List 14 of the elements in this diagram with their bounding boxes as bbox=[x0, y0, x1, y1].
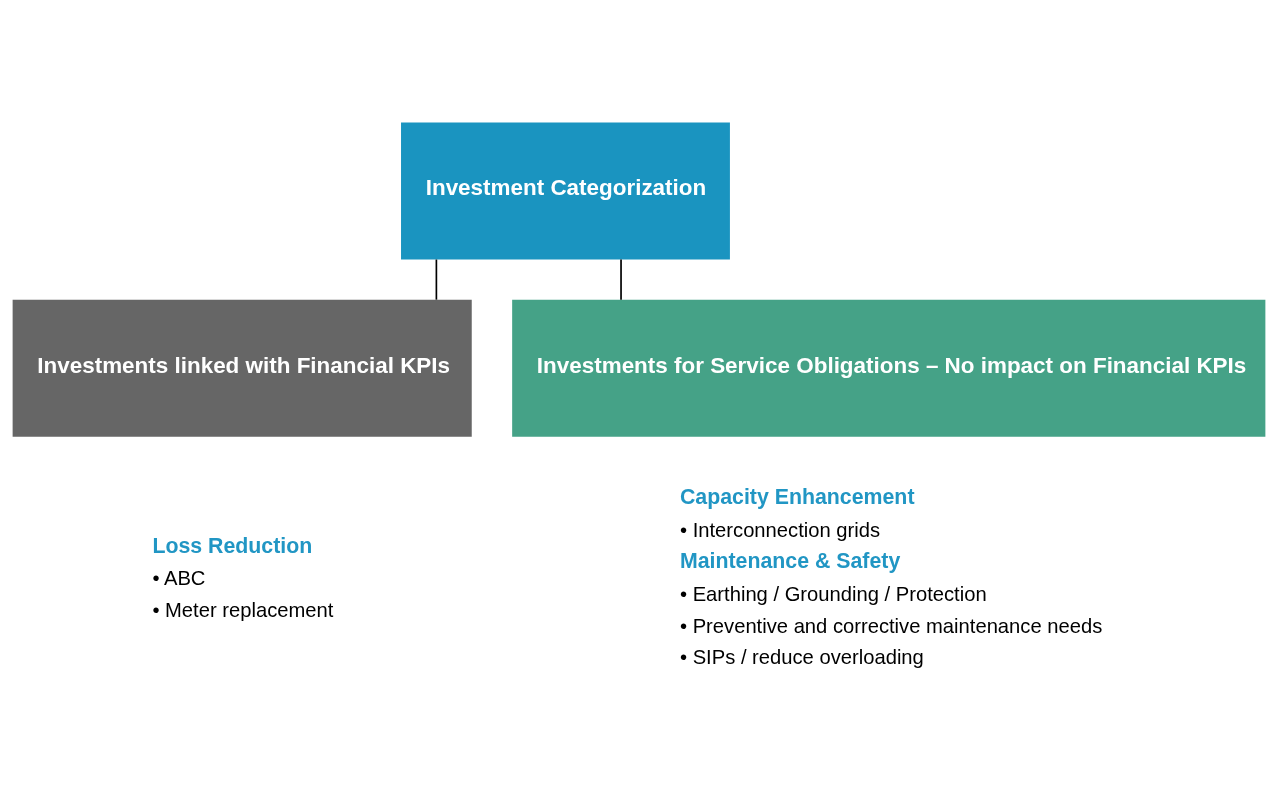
node-box: Investments linked with Financial KPIs bbox=[12, 299, 472, 437]
node-label: Loss Reduction bbox=[152, 533, 313, 558]
node-label: • Earthing / Grounding / Protection bbox=[679, 583, 987, 606]
node-label: • ABC bbox=[152, 567, 206, 590]
connector bbox=[435, 258, 438, 301]
node-box: Investment Categorization bbox=[401, 122, 730, 260]
node-label: • Meter replacement bbox=[152, 598, 334, 621]
node-label: • Interconnection grids bbox=[679, 519, 881, 542]
node-label: Maintenance & Safety bbox=[679, 549, 901, 574]
node-label: • Preventive and corrective maintenance needs bbox=[679, 614, 1103, 637]
node-label: Capacity Enhancement bbox=[679, 485, 915, 510]
connector bbox=[620, 258, 622, 301]
node-label: • SIPs / reduce overloading bbox=[679, 646, 924, 668]
node-box: Investments for Service Obligations – No impact on Financial KPIs bbox=[512, 299, 1266, 437]
